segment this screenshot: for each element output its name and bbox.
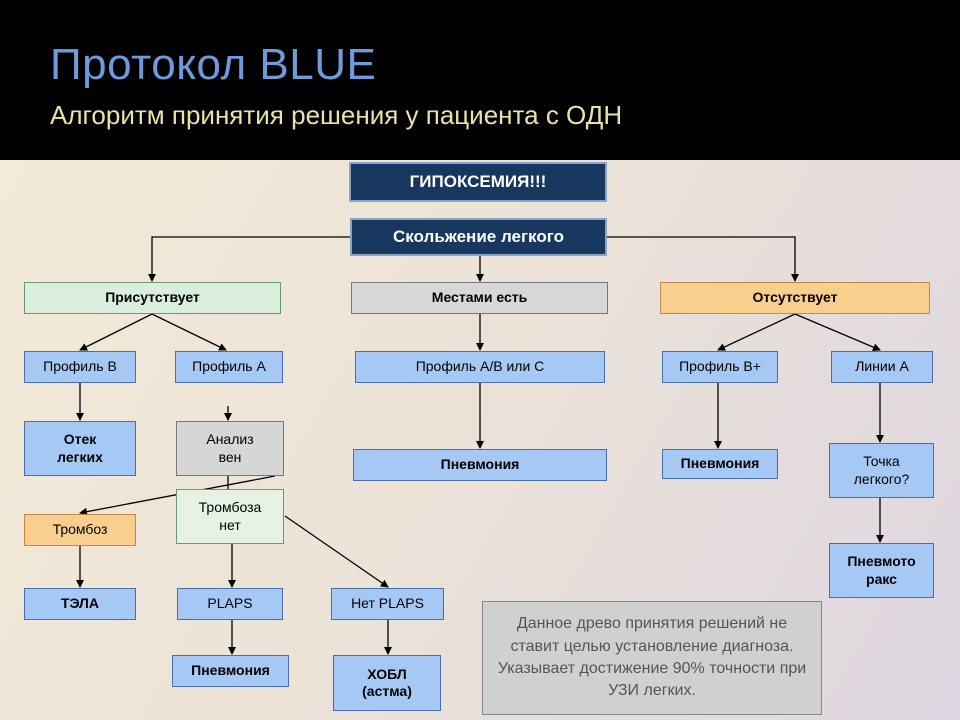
edema-box: Отек легких	[24, 421, 136, 476]
pneumonia-mid-label: Пневмония	[440, 456, 520, 473]
profile-b-label: Профиль B	[43, 358, 117, 375]
plaps-box: PLAPS	[177, 588, 283, 620]
profile-b-box: Профиль B	[24, 351, 136, 383]
pneumonia-right-box: Пневмония	[662, 449, 778, 479]
present-label: Присутствует	[105, 289, 200, 306]
no-thrombosis-label-line1: Тромбоза	[198, 499, 262, 515]
pneumonia-right-label: Пневмония	[680, 455, 760, 472]
edema-label-line2: легких	[57, 448, 103, 465]
pneumothorax-label-line2: ракс	[866, 570, 897, 587]
page-title: Протокол BLUE	[50, 40, 377, 89]
thrombosis-label: Тромбоз	[52, 521, 108, 538]
page-subtitle: Алгоритм принятия решения у пациента с О…	[50, 100, 623, 130]
profile-b-plus-box: Профиль В+	[662, 351, 778, 383]
no-thrombosis-label-line2: нет	[219, 516, 241, 533]
disclaimer-note: Данное древо принятия решений не ставит …	[482, 601, 822, 715]
edema-label-line1: Отек	[63, 431, 97, 447]
absent-label: Отсутствует	[752, 289, 838, 306]
pneumonia-left-box: Пневмония	[172, 655, 289, 687]
no-thrombosis-box: Тромбоза нет	[176, 489, 284, 544]
lung-sliding-label: Скольжение легкого	[393, 227, 564, 247]
tela-box: ТЭЛА	[24, 588, 136, 620]
profile-a-box: Профиль А	[175, 351, 283, 383]
lung-sliding-box: Скольжение легкого	[350, 218, 607, 256]
lines-a-box: Линии А	[831, 351, 933, 383]
vein-analysis-label-line2: вен	[218, 448, 242, 465]
pneumothorax-label-line1: Пневмото	[847, 553, 916, 569]
hypoxemia-box: ГИПОКСЕМИЯ!!!	[349, 162, 607, 202]
absent-box: Отсутствует	[660, 282, 930, 314]
pneumonia-left-label: Пневмония	[191, 662, 270, 679]
copd-label-line1: ХОБЛ	[367, 665, 407, 682]
lung-point-label-line1: Точка	[863, 453, 900, 469]
partly-label: Местами есть	[431, 289, 528, 306]
copd-box: ХОБЛ (астма)	[333, 655, 441, 711]
tela-label: ТЭЛА	[61, 595, 99, 612]
profile-abc-label: Профиль А/В или С	[415, 358, 545, 375]
header-bar: Протокол BLUE Алгоритм принятия решения …	[0, 0, 960, 160]
plaps-label: PLAPS	[207, 595, 253, 612]
copd-label-line2: (астма)	[362, 683, 412, 699]
lung-point-box: Точка легкого?	[829, 443, 934, 498]
hypoxemia-label: ГИПОКСЕМИЯ!!!	[409, 172, 547, 192]
no-plaps-label: Нет PLAPS	[351, 595, 424, 612]
lines-a-label: Линии А	[855, 358, 909, 375]
pneumonia-mid-box: Пневмония	[353, 449, 607, 481]
pneumothorax-box: Пневмото ракс	[829, 543, 934, 598]
lung-point-label-line2: легкого?	[853, 470, 910, 487]
partly-box: Местами есть	[351, 282, 608, 314]
profile-a-label: Профиль А	[192, 358, 266, 375]
present-box: Присутствует	[24, 282, 281, 314]
vein-analysis-box: Анализ вен	[176, 421, 284, 476]
profile-b-plus-label: Профиль В+	[679, 358, 761, 375]
profile-abc-box: Профиль А/В или С	[355, 351, 605, 383]
thrombosis-box: Тромбоз	[24, 514, 136, 546]
no-plaps-box: Нет PLAPS	[331, 588, 444, 620]
vein-analysis-label-line1: Анализ	[206, 431, 254, 447]
